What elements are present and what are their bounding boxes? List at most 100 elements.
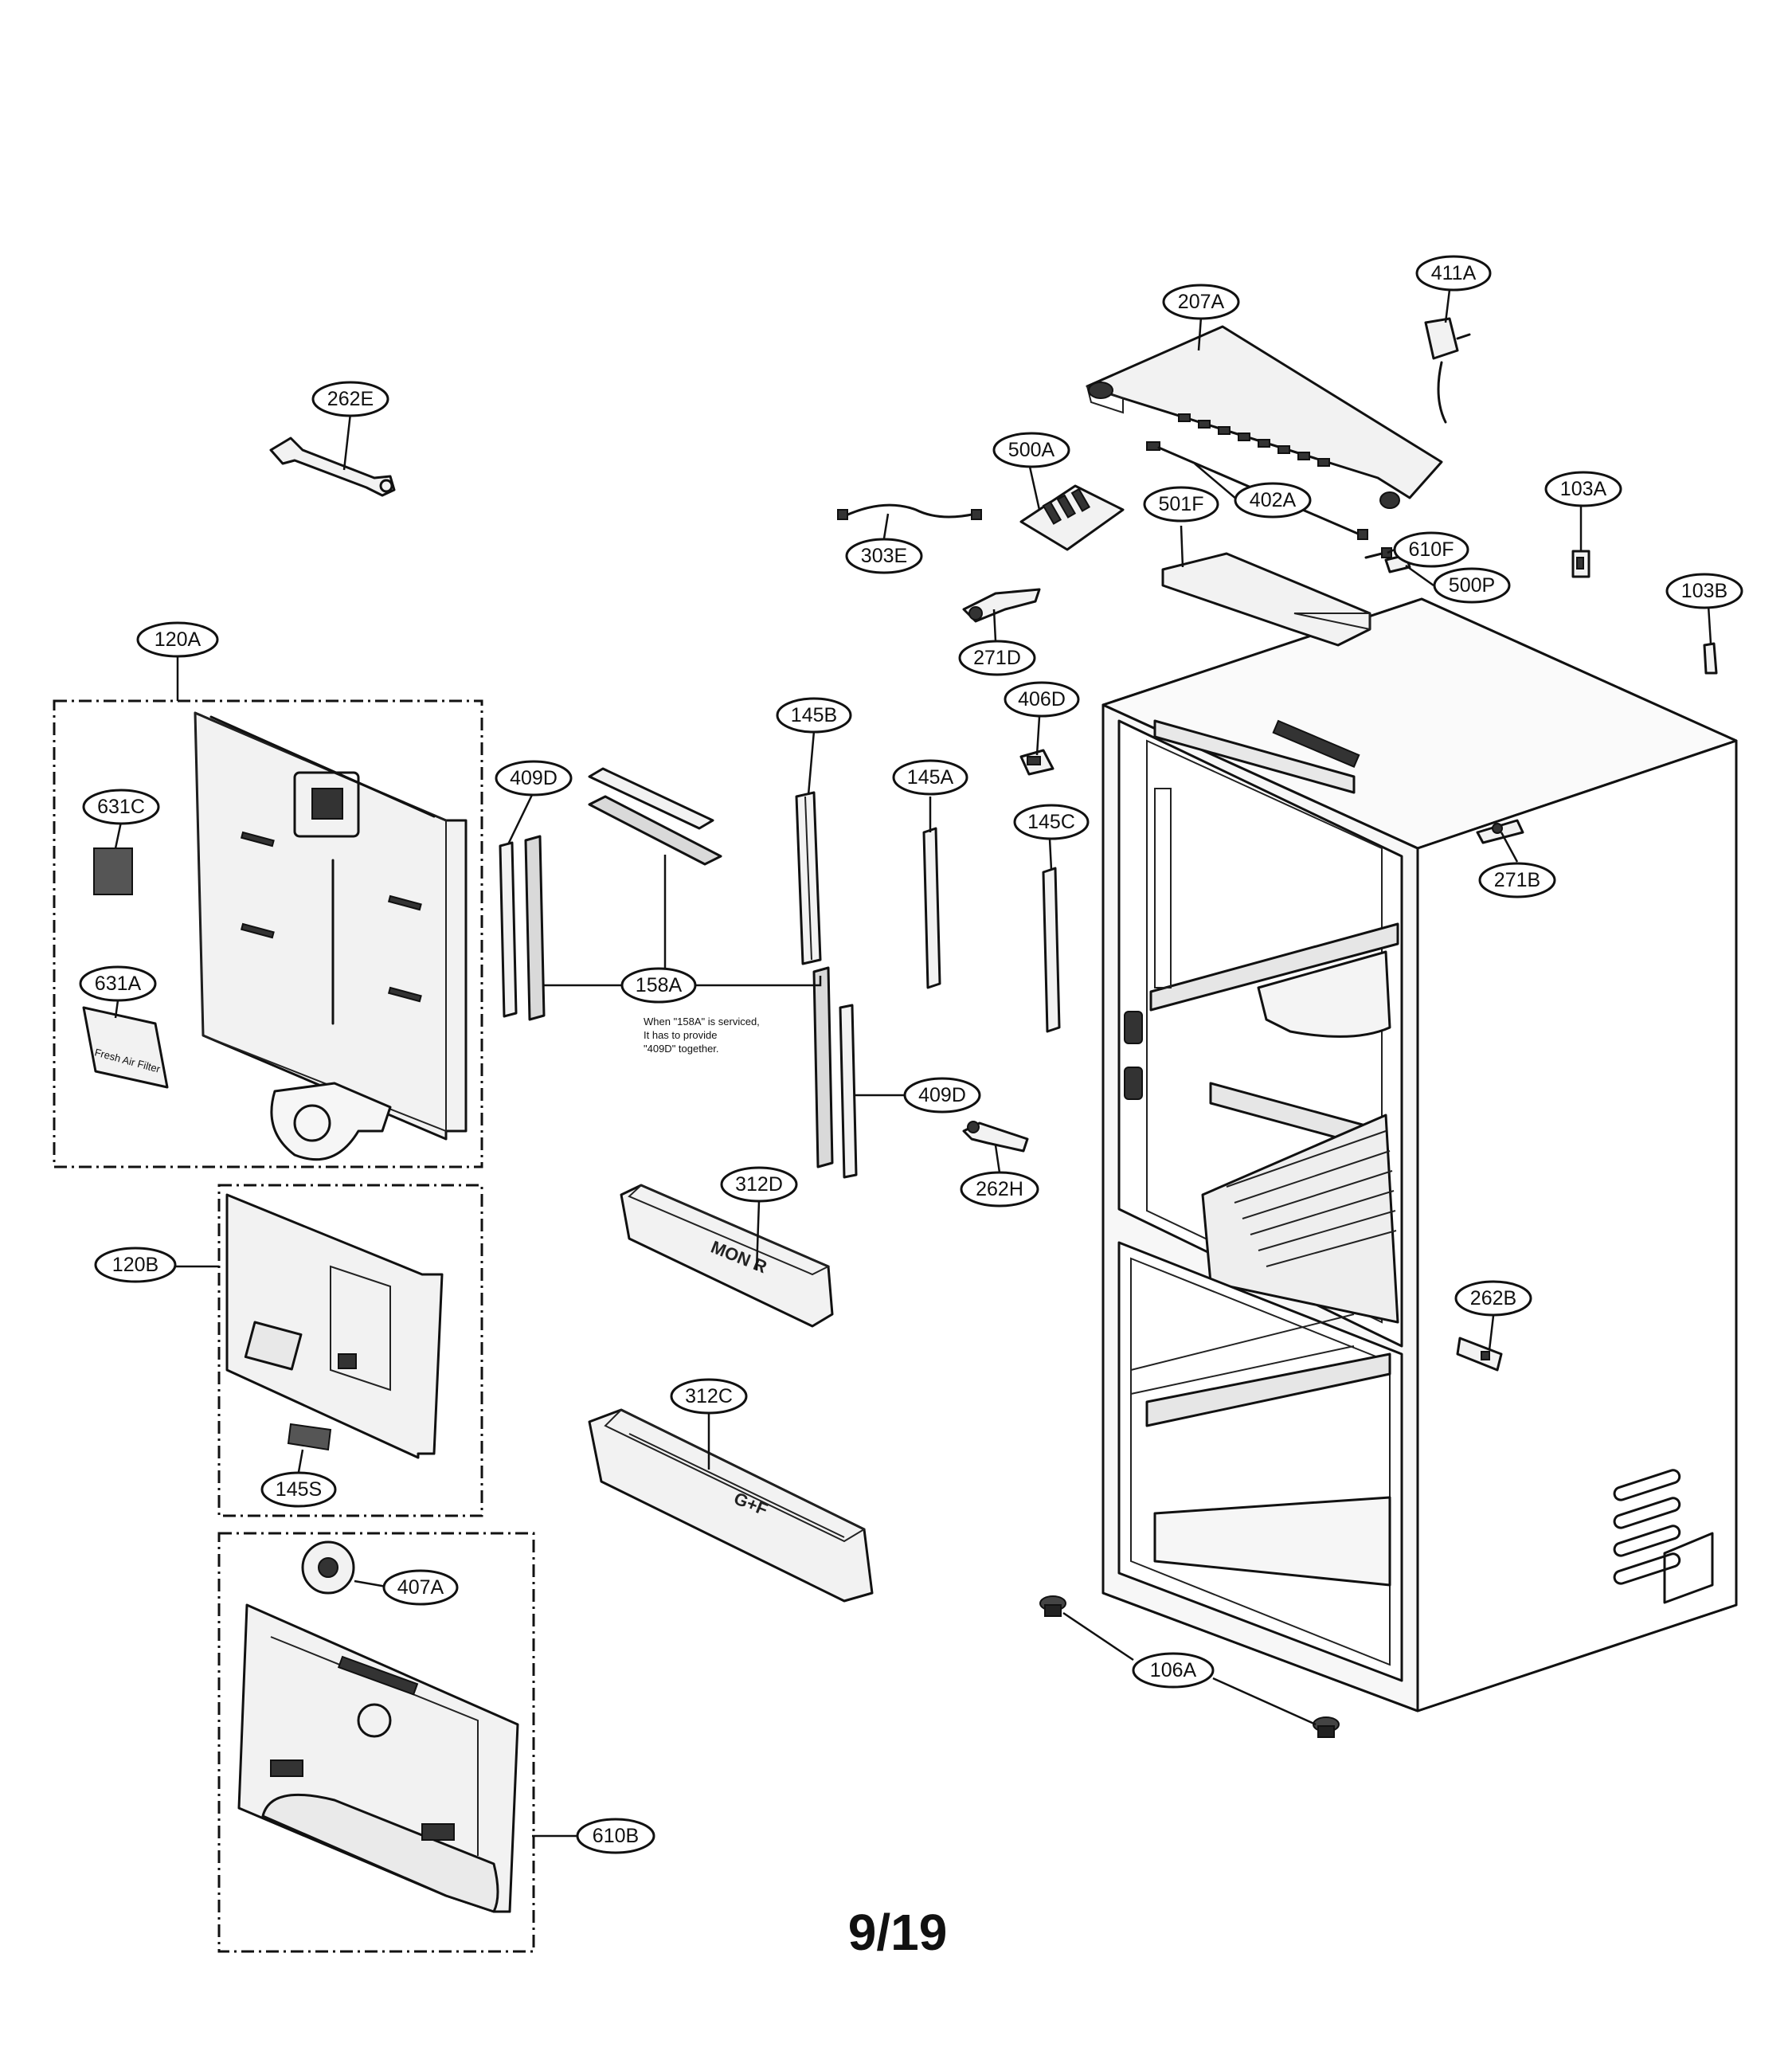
callout-411A: 411A [1415, 255, 1492, 292]
part-610B-control-housing [237, 1603, 519, 1913]
svg-text:120B: 120B [112, 1254, 158, 1276]
callout-610F: 610F [1393, 531, 1469, 568]
callout-103B: 103B [1665, 573, 1743, 609]
svg-text:610F: 610F [1409, 538, 1454, 561]
svg-text:145C: 145C [1027, 811, 1075, 833]
part-411A-power-cord [1424, 317, 1471, 424]
part-103A-latch [1571, 550, 1590, 578]
svg-text:262H: 262H [976, 1178, 1023, 1200]
callout-303E: 303E [845, 538, 923, 574]
callout-407A: 407A [382, 1569, 459, 1606]
callout-409D-bottom: 409D [903, 1077, 981, 1114]
svg-text:409D: 409D [510, 767, 558, 789]
svg-text:402A: 402A [1250, 489, 1297, 511]
callout-271D: 271D [958, 640, 1036, 676]
svg-text:120A: 120A [155, 628, 202, 651]
callout-631A: 631A [79, 965, 157, 1002]
callout-402A: 402A [1234, 482, 1312, 519]
svg-text:103A: 103A [1560, 478, 1607, 500]
svg-text:271D: 271D [973, 647, 1021, 669]
svg-text:411A: 411A [1431, 262, 1477, 284]
part-409D-strip-upper-left [499, 841, 518, 1018]
part-145C-strip [1042, 867, 1061, 1033]
callout-120A: 120A [136, 621, 219, 658]
part-145A-strip [922, 827, 941, 989]
part-145S-vent [287, 1423, 332, 1451]
svg-text:406D: 406D [1018, 688, 1066, 710]
part-303E-wire [837, 503, 982, 520]
callout-145S: 145S [260, 1471, 337, 1508]
svg-text:103B: 103B [1681, 580, 1727, 602]
svg-text:409D: 409D [918, 1084, 966, 1106]
callout-610B: 610B [576, 1818, 655, 1854]
callout-145A: 145A [892, 759, 968, 796]
page-number: 9/19 [848, 1904, 948, 1961]
part-631A-fresh-air-filter: Fresh Air Filter [82, 1006, 169, 1089]
part-500A-pcb [1019, 484, 1125, 551]
service-note-line-3: "409D" together. [644, 1043, 719, 1055]
callout-312D: 312D [720, 1166, 798, 1203]
part-631C-filter [93, 847, 133, 895]
part-271D-hinge [962, 588, 1041, 623]
svg-text:407A: 407A [397, 1576, 444, 1599]
callout-145B: 145B [776, 697, 852, 734]
part-407A-damper [301, 1540, 355, 1595]
callout-500P: 500P [1433, 567, 1511, 604]
part-207A-pcb-cover [1086, 325, 1443, 509]
part-158A-strip-top [588, 795, 722, 866]
part-262H-bracket [962, 1121, 1029, 1153]
part-103B-latch [1703, 642, 1718, 675]
part-262B-bracket [1456, 1337, 1503, 1372]
part-312D-bin: MON R [620, 1184, 834, 1328]
svg-text:501F: 501F [1159, 493, 1204, 515]
callout-262B: 262B [1454, 1280, 1532, 1317]
callout-271B: 271B [1478, 862, 1556, 898]
svg-text:271B: 271B [1494, 869, 1540, 891]
part-610F-sensor [1364, 547, 1392, 559]
part-271B-hinge [1476, 819, 1524, 844]
group-box-120B [217, 1184, 483, 1517]
svg-text:145A: 145A [907, 766, 954, 789]
refrigerator-cabinet [1101, 597, 1738, 1712]
part-120A-fan-panel [194, 711, 468, 1161]
svg-text:500P: 500P [1449, 574, 1495, 597]
svg-text:207A: 207A [1178, 291, 1225, 313]
part-501F-cover [1161, 552, 1371, 647]
part-106A-leveling-feet [1039, 1595, 1340, 1738]
part-145B-strip [795, 791, 822, 965]
svg-text:303E: 303E [861, 545, 907, 567]
group-box-120A [53, 699, 483, 1168]
callout-406D: 406D [1004, 681, 1080, 718]
service-note-line-2: It has to provide [644, 1029, 718, 1041]
callout-103A: 103A [1544, 471, 1622, 507]
svg-text:262B: 262B [1470, 1287, 1516, 1309]
svg-text:500A: 500A [1008, 439, 1055, 461]
svg-text:145B: 145B [791, 704, 837, 726]
callout-312C: 312C [670, 1378, 748, 1415]
callout-158A: 158A [620, 967, 697, 1004]
part-262E-wrench [269, 436, 396, 497]
part-312C-bin: G+F [588, 1408, 874, 1603]
svg-text:145S: 145S [276, 1478, 322, 1501]
callout-631C: 631C [82, 789, 160, 825]
part-409D-strip-lower [839, 1004, 858, 1179]
group-box-610B [217, 1532, 535, 1953]
part-406D-switch [1019, 749, 1054, 776]
part-158A-strip-upper-left [524, 835, 546, 1021]
callout-500A: 500A [992, 432, 1070, 468]
service-note: When "158A" is serviced, It has to provi… [644, 1016, 760, 1055]
callout-262E: 262E [311, 381, 389, 417]
callout-120B: 120B [94, 1247, 177, 1283]
svg-text:610B: 610B [593, 1825, 639, 1847]
svg-text:158A: 158A [636, 974, 683, 996]
leader-lines [114, 289, 1712, 1838]
callout-501F: 501F [1143, 486, 1219, 523]
service-note-line-1: When "158A" is serviced, [644, 1016, 760, 1028]
callout-145C: 145C [1013, 804, 1090, 840]
rear-vent-slots [1613, 1469, 1714, 1604]
callout-106A: 106A [1132, 1652, 1215, 1689]
svg-text:262E: 262E [327, 388, 374, 410]
part-158A-strip-lower [812, 966, 834, 1168]
callout-409D-top: 409D [495, 760, 573, 797]
